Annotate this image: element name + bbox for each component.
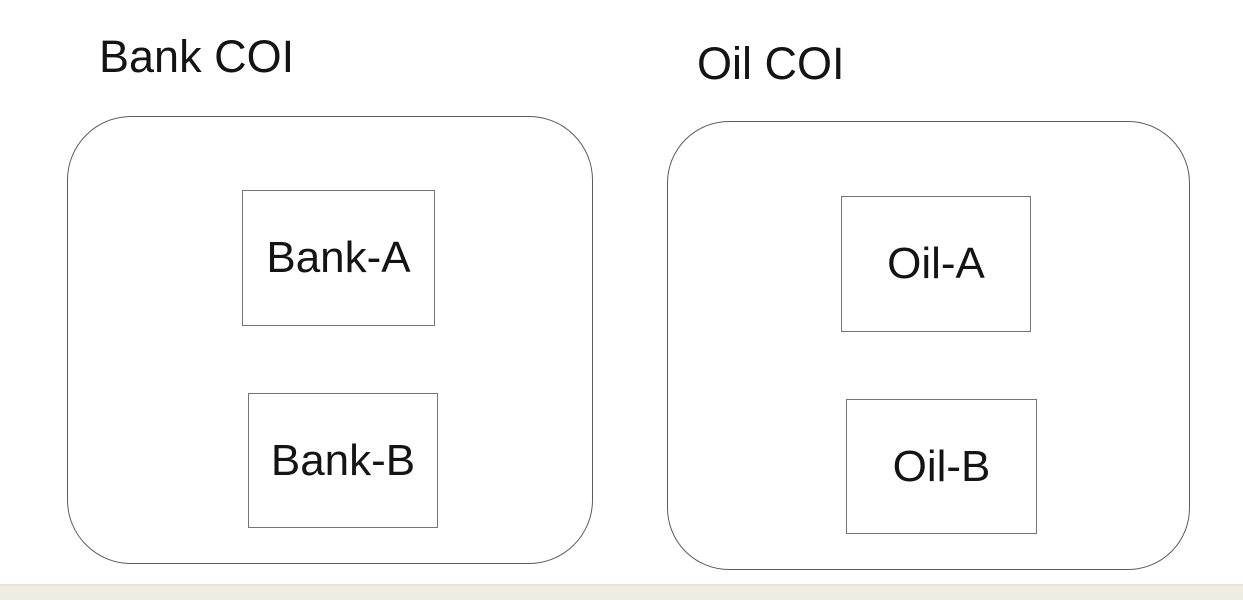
bank-coi-title: Bank COI (99, 31, 295, 82)
node-oil-a: Oil-A (841, 196, 1031, 332)
node-bank-b: Bank-B (248, 393, 438, 528)
node-oil-b: Oil-B (846, 399, 1037, 534)
node-bank-a: Bank-A (242, 190, 435, 326)
footer-strip (0, 584, 1243, 600)
oil-coi-title: Oil COI (697, 38, 845, 89)
